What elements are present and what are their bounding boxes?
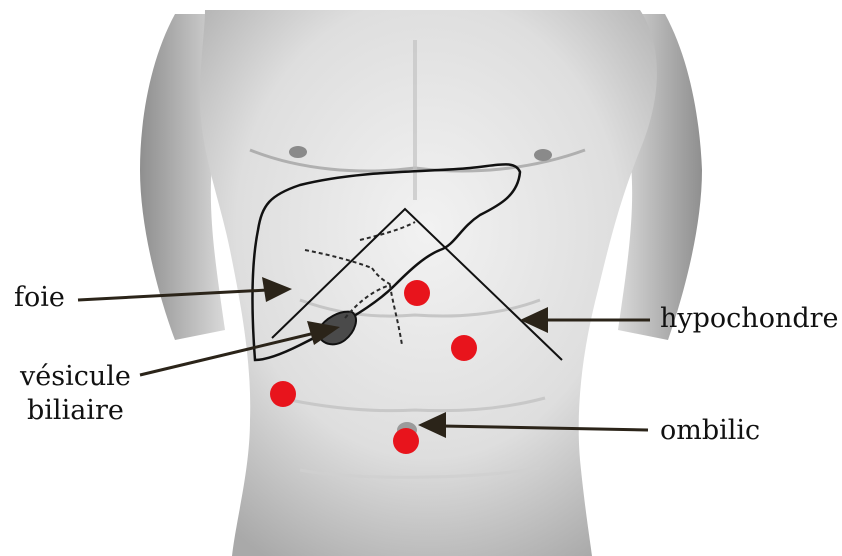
label-vesicule-line1: vésicule: [20, 360, 131, 394]
point-epigastric: [404, 280, 430, 306]
label-vesicule-biliaire: vésicule biliaire: [20, 360, 131, 428]
label-foie: foie: [14, 281, 65, 315]
point-right-lower-quadrant: [270, 381, 296, 407]
label-ombilic: ombilic: [660, 414, 760, 448]
right-nipple: [534, 149, 552, 161]
point-umbilical: [393, 428, 419, 454]
label-vesicule-line2: biliaire: [20, 394, 131, 428]
left-nipple: [289, 146, 307, 158]
point-left-upper-quadrant: [451, 335, 477, 361]
label-hypochondre: hypochondre: [660, 302, 839, 336]
